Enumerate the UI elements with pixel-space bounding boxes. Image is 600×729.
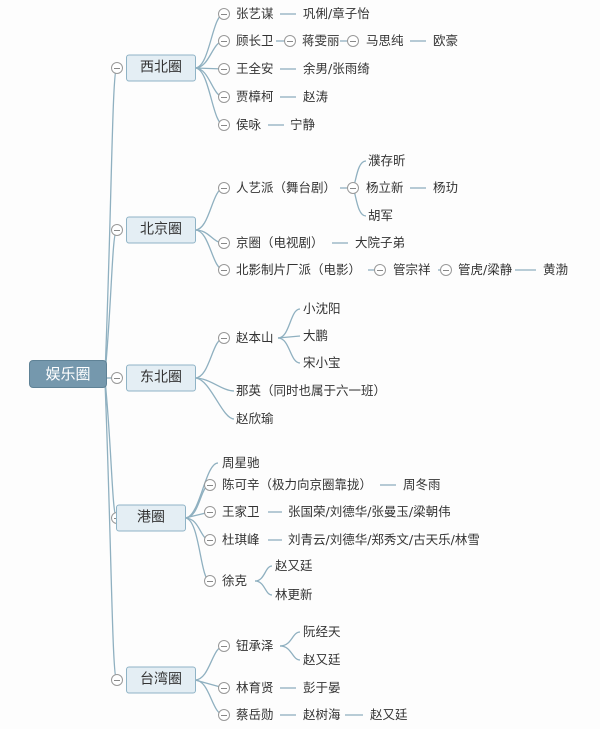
node[interactable]: 顾长卫 [236,33,274,48]
node[interactable]: 黄渤 [543,262,569,277]
node[interactable]: 赵欣瑜 [236,411,274,426]
collapse-icon[interactable] [218,119,230,131]
node[interactable]: 欧豪 [433,33,459,48]
node[interactable]: 贾樟柯 [236,89,274,104]
node[interactable]: 周冬雨 [403,477,441,492]
node[interactable]: 王全安 [236,61,274,76]
node[interactable]: 徐克 [222,573,248,588]
node[interactable]: 张艺谋 [236,6,274,21]
node[interactable]: 濮存昕 [368,153,406,168]
node[interactable]: 胡军 [368,208,394,223]
node[interactable]: 赵本山 [236,330,274,345]
node[interactable]: 陈可辛（极力向京圈靠拢） [222,477,373,492]
node[interactable]: 余男/张雨绮 [303,61,370,76]
node[interactable]: 王家卫 [222,504,260,519]
group-beijing[interactable]: 北京圈 [126,216,196,244]
collapse-icon[interactable] [218,237,230,249]
collapse-icon[interactable] [218,264,230,276]
collapse-icon[interactable] [284,35,296,47]
node[interactable]: 林育贤 [236,680,274,695]
collapse-icon[interactable] [218,709,230,721]
node[interactable]: 彭于晏 [303,680,341,695]
node[interactable]: 管宗祥 [393,262,431,277]
collapse-icon[interactable] [204,479,216,491]
collapse-icon[interactable] [374,264,386,276]
collapse-icon[interactable] [111,372,123,384]
node[interactable]: 大院子弟 [355,235,406,250]
node[interactable]: 大鹏 [303,328,329,343]
node[interactable]: 蒋雯丽 [302,33,340,48]
node[interactable]: 阮经天 [303,624,341,639]
node[interactable]: 北影制片厂派（电影） [236,262,362,277]
node[interactable]: 周星驰 [222,455,260,470]
node[interactable]: 刘青云/刘德华/郑秀文/古天乐/林雪 [288,532,480,547]
group-taiwan[interactable]: 台湾圈 [126,666,196,694]
node[interactable]: 杜琪峰 [222,532,260,547]
node[interactable]: 赵又廷 [275,558,313,573]
group-northeast[interactable]: 东北圈 [126,364,196,392]
collapse-icon[interactable] [218,640,230,652]
node[interactable]: 宋小宝 [303,355,341,370]
collapse-icon[interactable] [347,35,359,47]
node[interactable]: 赵又廷 [303,652,341,667]
node[interactable]: 赵涛 [303,89,329,104]
node[interactable]: 赵树海 [303,707,341,722]
node[interactable]: 管虎/梁静 [458,262,513,277]
node[interactable]: 赵又廷 [370,707,408,722]
collapse-icon[interactable] [218,35,230,47]
collapse-icon[interactable] [218,182,230,194]
group-hongkong[interactable]: 港圈 [116,504,186,532]
root-node[interactable]: 娱乐圈 [29,360,107,388]
node[interactable]: 小沈阳 [303,301,341,316]
collapse-icon[interactable] [204,575,216,587]
collapse-icon[interactable] [111,674,123,686]
collapse-icon[interactable] [218,682,230,694]
collapse-icon[interactable] [111,62,123,74]
collapse-icon[interactable] [218,8,230,20]
collapse-icon[interactable] [218,91,230,103]
collapse-icon[interactable] [440,264,452,276]
collapse-icon[interactable] [347,182,359,194]
collapse-icon[interactable] [111,224,123,236]
node[interactable]: 张国荣/刘德华/张曼玉/梁朝伟 [288,504,451,519]
collapse-icon[interactable] [218,63,230,75]
collapse-icon[interactable] [218,332,230,344]
node[interactable]: 杨立新 [366,180,404,195]
node[interactable]: 巩俐/章子怡 [303,6,370,21]
node[interactable]: 蔡岳勋 [236,707,274,722]
node[interactable]: 侯咏 [236,117,262,132]
node[interactable]: 钮承泽 [236,638,274,653]
group-northwest[interactable]: 西北圈 [126,54,196,82]
node[interactable]: 杨玏 [433,180,459,195]
node[interactable]: 马思纯 [366,33,404,48]
node[interactable]: 人艺派（舞台剧） [236,180,337,195]
node[interactable]: 京圈（电视剧） [236,235,324,250]
collapse-icon[interactable] [204,534,216,546]
node[interactable]: 宁静 [290,117,316,132]
node[interactable]: 那英（同时也属于六一班） [236,383,387,398]
collapse-icon[interactable] [204,506,216,518]
node[interactable]: 林更新 [275,587,313,602]
